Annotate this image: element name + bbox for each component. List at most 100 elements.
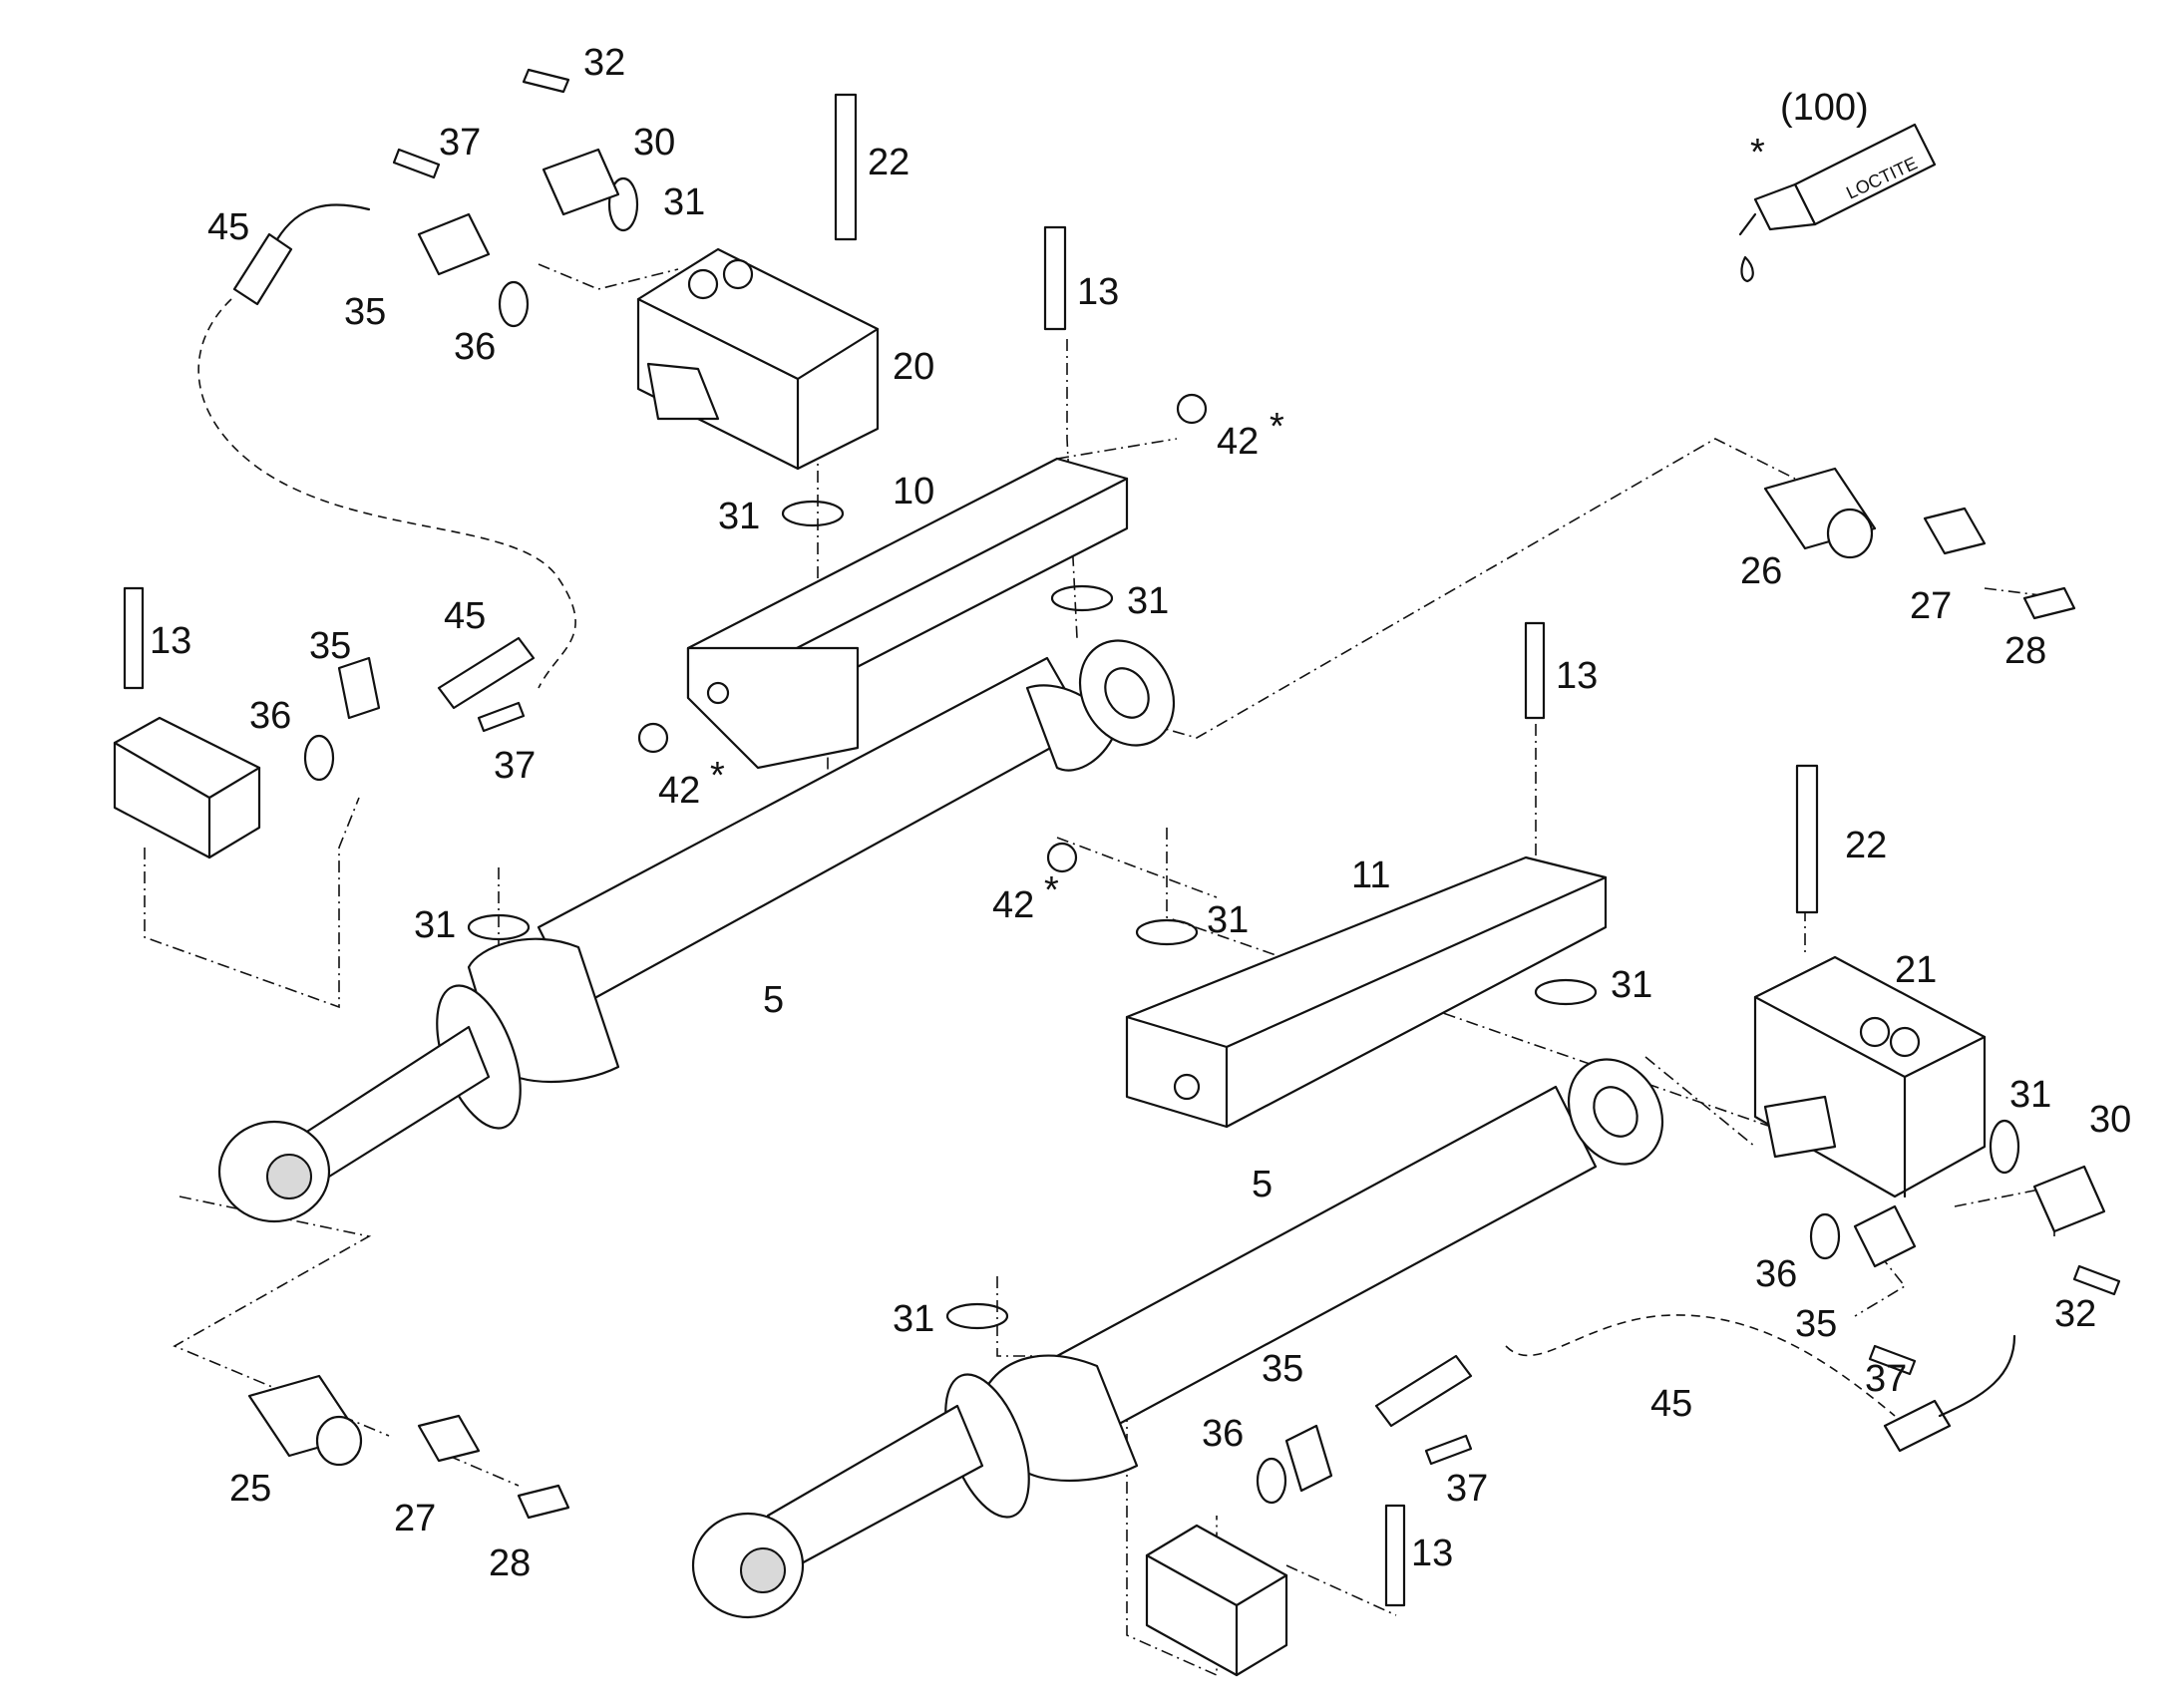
part-labels: 32 37 30 31 22 45 35 36 20 13 42 * 31 10… <box>150 42 2131 1584</box>
label-5a: 5 <box>763 979 784 1021</box>
seal-ring-36-lower <box>1256 1457 1287 1505</box>
guide-cyl-to-26 <box>1126 438 1796 739</box>
hose-45-mid-fitting <box>437 636 536 710</box>
label-45c: 45 <box>1650 1383 1692 1425</box>
guide-42-top <box>1056 438 1178 460</box>
guide-13-to-10 <box>1066 339 1078 639</box>
hydraulic-cylinder-lower <box>691 1058 1664 1619</box>
hose-45-upper-sleeve <box>232 232 293 306</box>
pin-26-head <box>1826 508 1874 559</box>
bolt-13-upper <box>1043 225 1067 331</box>
cylinder-eye-bore-upper <box>1104 667 1150 719</box>
bolt-22-upper <box>834 93 858 241</box>
label-31c: 31 <box>1127 580 1169 622</box>
seal-rings <box>303 176 2020 1505</box>
valve-block-21-body <box>1753 955 1987 1198</box>
bolt-13-lower <box>1384 1504 1406 1607</box>
nut-42-top <box>1176 393 1208 425</box>
label-35a: 35 <box>344 291 386 333</box>
valve-block-21-side-port <box>1763 1095 1837 1159</box>
valve-block-20-plug-2 <box>722 258 754 290</box>
label-27b: 27 <box>394 1498 436 1539</box>
seal-ring-31-valve-lower <box>1989 1119 2020 1175</box>
label-32a: 32 <box>583 42 625 84</box>
label-31a: 31 <box>663 181 705 223</box>
label-21: 21 <box>1895 949 1937 991</box>
valve-block-20-side-port <box>646 362 720 421</box>
label-31h: 31 <box>893 1298 934 1340</box>
label-42a-star: * <box>1270 406 1284 448</box>
label-45b: 45 <box>444 595 486 637</box>
label-26: 26 <box>1740 550 1782 592</box>
valve-block-21-plug-2 <box>1889 1026 1921 1058</box>
bolt-37-upper <box>392 148 441 179</box>
bolt-13-left <box>123 586 145 690</box>
pin-25-head <box>315 1415 363 1467</box>
label-31d: 31 <box>1207 899 1249 941</box>
manifold-bar-10-port <box>706 681 730 705</box>
plate-27-lower <box>417 1414 481 1463</box>
label-13b: 13 <box>150 620 191 662</box>
hose-guide-line-upper <box>197 298 576 689</box>
valve-block-20 <box>636 247 880 471</box>
nut-42-left <box>637 722 669 754</box>
label-11: 11 <box>1351 854 1390 896</box>
manifold-bar-10 <box>686 457 1129 770</box>
label-28a: 28 <box>2004 630 2046 672</box>
label-36d: 36 <box>1202 1413 1244 1455</box>
label-28b: 28 <box>489 1542 531 1584</box>
manifold-bar-11-body <box>1125 855 1608 1129</box>
assembly-guide-lines <box>144 263 2065 1677</box>
guide-30-to-20 <box>538 263 679 290</box>
label-42c-star: * <box>1044 869 1059 911</box>
manifold-bar-11 <box>1125 855 1608 1129</box>
hose-45-lower-fitting <box>1374 1354 1473 1428</box>
valve-block-20-edges <box>636 297 880 471</box>
adapter-block-lower <box>1145 1524 1288 1677</box>
loctite-star: * <box>1750 132 1765 173</box>
adapter-block-upper <box>113 716 261 859</box>
hose-45-upper-bend <box>275 203 371 241</box>
hose-45-lower-bend <box>1938 1334 2016 1418</box>
pins-and-plates <box>247 393 1987 1467</box>
cylinder-eye-bore-lower <box>1593 1086 1638 1138</box>
adapter-block-lower-edges <box>1145 1553 1288 1677</box>
bolt-13-right <box>1524 621 1546 720</box>
loctite-drop-icon <box>1740 255 1754 283</box>
label-27a: 27 <box>1910 585 1952 627</box>
bolt-32-upper <box>522 68 570 94</box>
guide-35-37-right <box>1854 1235 1907 1317</box>
label-22a: 22 <box>868 142 909 183</box>
label-45a: 45 <box>207 206 249 248</box>
label-31b: 31 <box>718 496 760 537</box>
label-42b: 42 <box>658 770 700 812</box>
seal-ring-31-mid <box>1135 918 1199 946</box>
label-36b: 36 <box>249 695 291 737</box>
flange-clamps <box>337 148 2106 1493</box>
loctite-tube-shoulder <box>1753 182 1817 231</box>
flange-half-35-lower <box>1284 1424 1333 1493</box>
bolt-37-lower-right <box>1868 1344 1917 1376</box>
label-37d: 37 <box>1446 1468 1488 1510</box>
bolts <box>123 68 2121 1607</box>
label-5b: 5 <box>1252 1164 1272 1205</box>
label-30b: 30 <box>2089 1099 2131 1141</box>
manifold-bar-10-end <box>686 646 860 770</box>
screw-28-upper <box>2022 586 2076 620</box>
rod-eye-bore-upper <box>266 1154 312 1199</box>
label-36a: 36 <box>454 326 496 368</box>
rod-eye-bore-lower <box>740 1547 786 1593</box>
label-13d: 13 <box>1411 1533 1453 1574</box>
hose-45-lower-sleeve <box>1883 1399 1952 1453</box>
label-31f: 31 <box>1611 964 1652 1006</box>
guide-block-to-cyl <box>144 797 360 1009</box>
seal-ring-31-valve <box>607 176 639 232</box>
flange-half-35-upper <box>417 212 491 276</box>
label-37c: 37 <box>1865 1358 1907 1400</box>
label-37b: 37 <box>494 745 536 787</box>
seal-ring-31-upper <box>781 500 845 527</box>
seal-ring-36-right <box>1809 1212 1841 1260</box>
manifold-bar-11-port <box>1173 1073 1201 1101</box>
cylinder-barrel-lower <box>1055 1085 1598 1438</box>
